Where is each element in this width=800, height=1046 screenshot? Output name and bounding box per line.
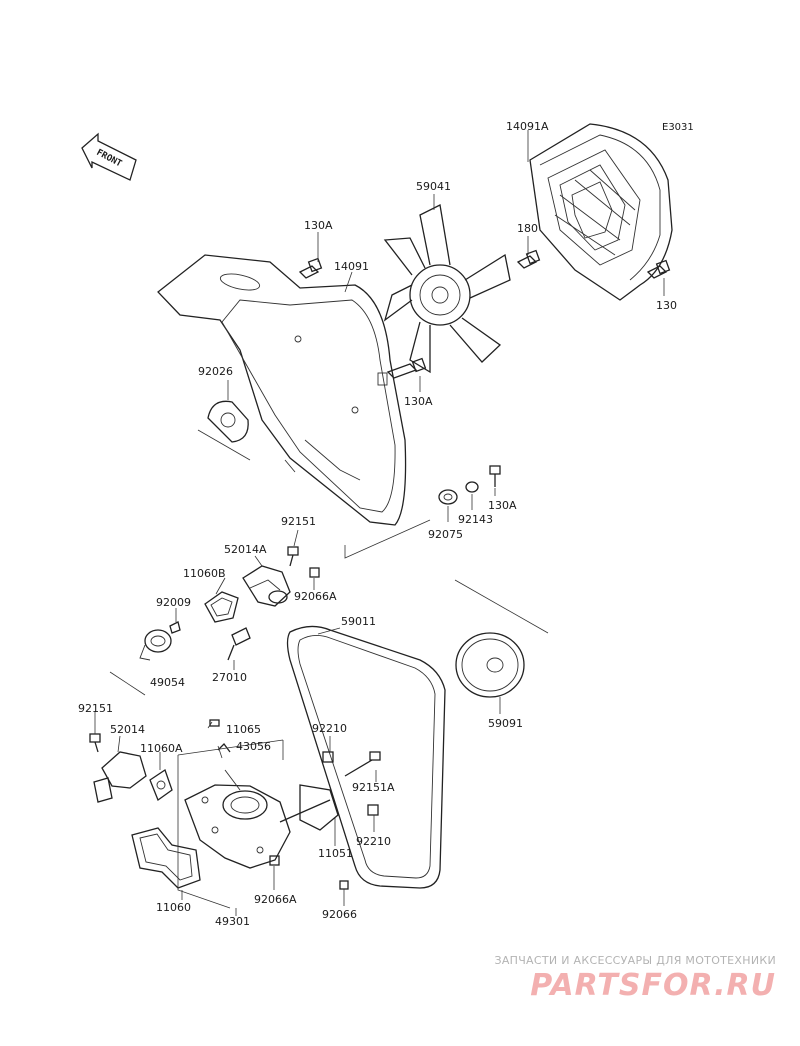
belt-cover-part [157,254,407,526]
callout-92026: 92026 [198,365,233,378]
callout-130: 130 [656,299,677,312]
callout-27010: 27010 [212,671,247,684]
callout-52014A: 52014A [224,543,267,556]
gasket-11060-part [131,827,201,889]
callout-92151-top: 92151 [281,515,316,528]
nut-92066a-low-part [269,855,280,866]
callout-92151-low: 92151 [78,702,113,715]
watermark: ЗАПЧАСТИ И АКСЕССУАРЫ ДЛЯ МОТОТЕХНИКИ PA… [494,954,776,1003]
watermark-brand: PARTSFOR.RU [530,968,776,1003]
callout-130A-mid: 130A [404,395,433,408]
callout-11051: 11051 [318,847,353,860]
bolt-130a-top-part [298,257,323,279]
callout-92210-low: 92210 [356,835,391,848]
callout-59091: 59091 [488,717,523,730]
clip-92009-part [169,621,181,634]
bolt-130-part [646,259,671,279]
water-outlet-52014-part [93,751,147,803]
part-callouts: 14091A 59041 180 130 130A 14091 92026 13… [78,120,677,928]
gasket-11060a-part [149,768,173,802]
front-arrow-icon: FRONT [81,132,137,181]
bolt-92151-low-part [89,733,101,753]
thermostat-49054-part [109,629,172,696]
callout-92143: 92143 [458,513,493,526]
callout-11060: 11060 [156,901,191,914]
pulley-59091-part [454,579,549,698]
callout-130A-top: 130A [304,219,333,232]
gasket-11060b-part [204,591,239,623]
callout-11060B: 11060B [183,567,226,580]
callout-92066: 92066 [322,908,357,921]
leader-lines [94,130,665,916]
temperature-sensor-27010-part [227,627,251,661]
callout-49054: 49054 [150,676,185,689]
callout-130A-low: 130A [488,499,517,512]
assembly-bracket-lines [177,519,431,909]
callout-92210-top: 92210 [312,722,347,735]
bolt-92151-top-part [287,546,299,567]
bushing-92075-part [438,489,458,505]
callout-52014: 52014 [110,723,145,736]
nut-92210-top-part [322,751,334,763]
watermark-tagline: ЗАПЧАСТИ И АКСЕССУАРЫ ДЛЯ МОТОТЕХНИКИ [494,954,776,967]
callout-92075: 92075 [428,528,463,541]
water-pump-49301-part [184,719,339,869]
bolt-130a-mid-part [386,357,427,379]
washer-92143-part [465,481,479,493]
callout-11060A: 11060A [140,742,183,755]
fan-shroud-part [529,123,673,301]
nut-92210-low-part [367,804,379,816]
bolt-130a-low-part [489,465,501,487]
callout-92066A-top: 92066A [294,590,337,603]
callout-59041: 59041 [416,180,451,193]
nut-92066a-top-part [309,567,320,578]
drive-belt-part [286,625,446,889]
bolt-92066-part [339,880,349,890]
callout-43056: 43056 [236,740,271,753]
flange-92026-part [197,400,251,461]
callout-11065: 11065 [226,723,261,736]
callout-14091: 14091 [334,260,369,273]
callout-49301: 49301 [215,915,250,928]
cooling-fan-part [383,204,511,374]
callout-92151A: 92151A [352,781,395,794]
callout-92066A-low: 92066A [254,893,297,906]
bolt-180-part [516,249,541,269]
callout-180: 180 [517,222,538,235]
bolt-92151a-part [344,751,381,777]
callout-92009: 92009 [156,596,191,609]
callout-14091A: 14091A [506,120,549,133]
reference-code: E3031 [662,122,694,133]
thermostat-housing-52014a-part [242,565,291,607]
callout-59011: 59011 [341,615,376,628]
